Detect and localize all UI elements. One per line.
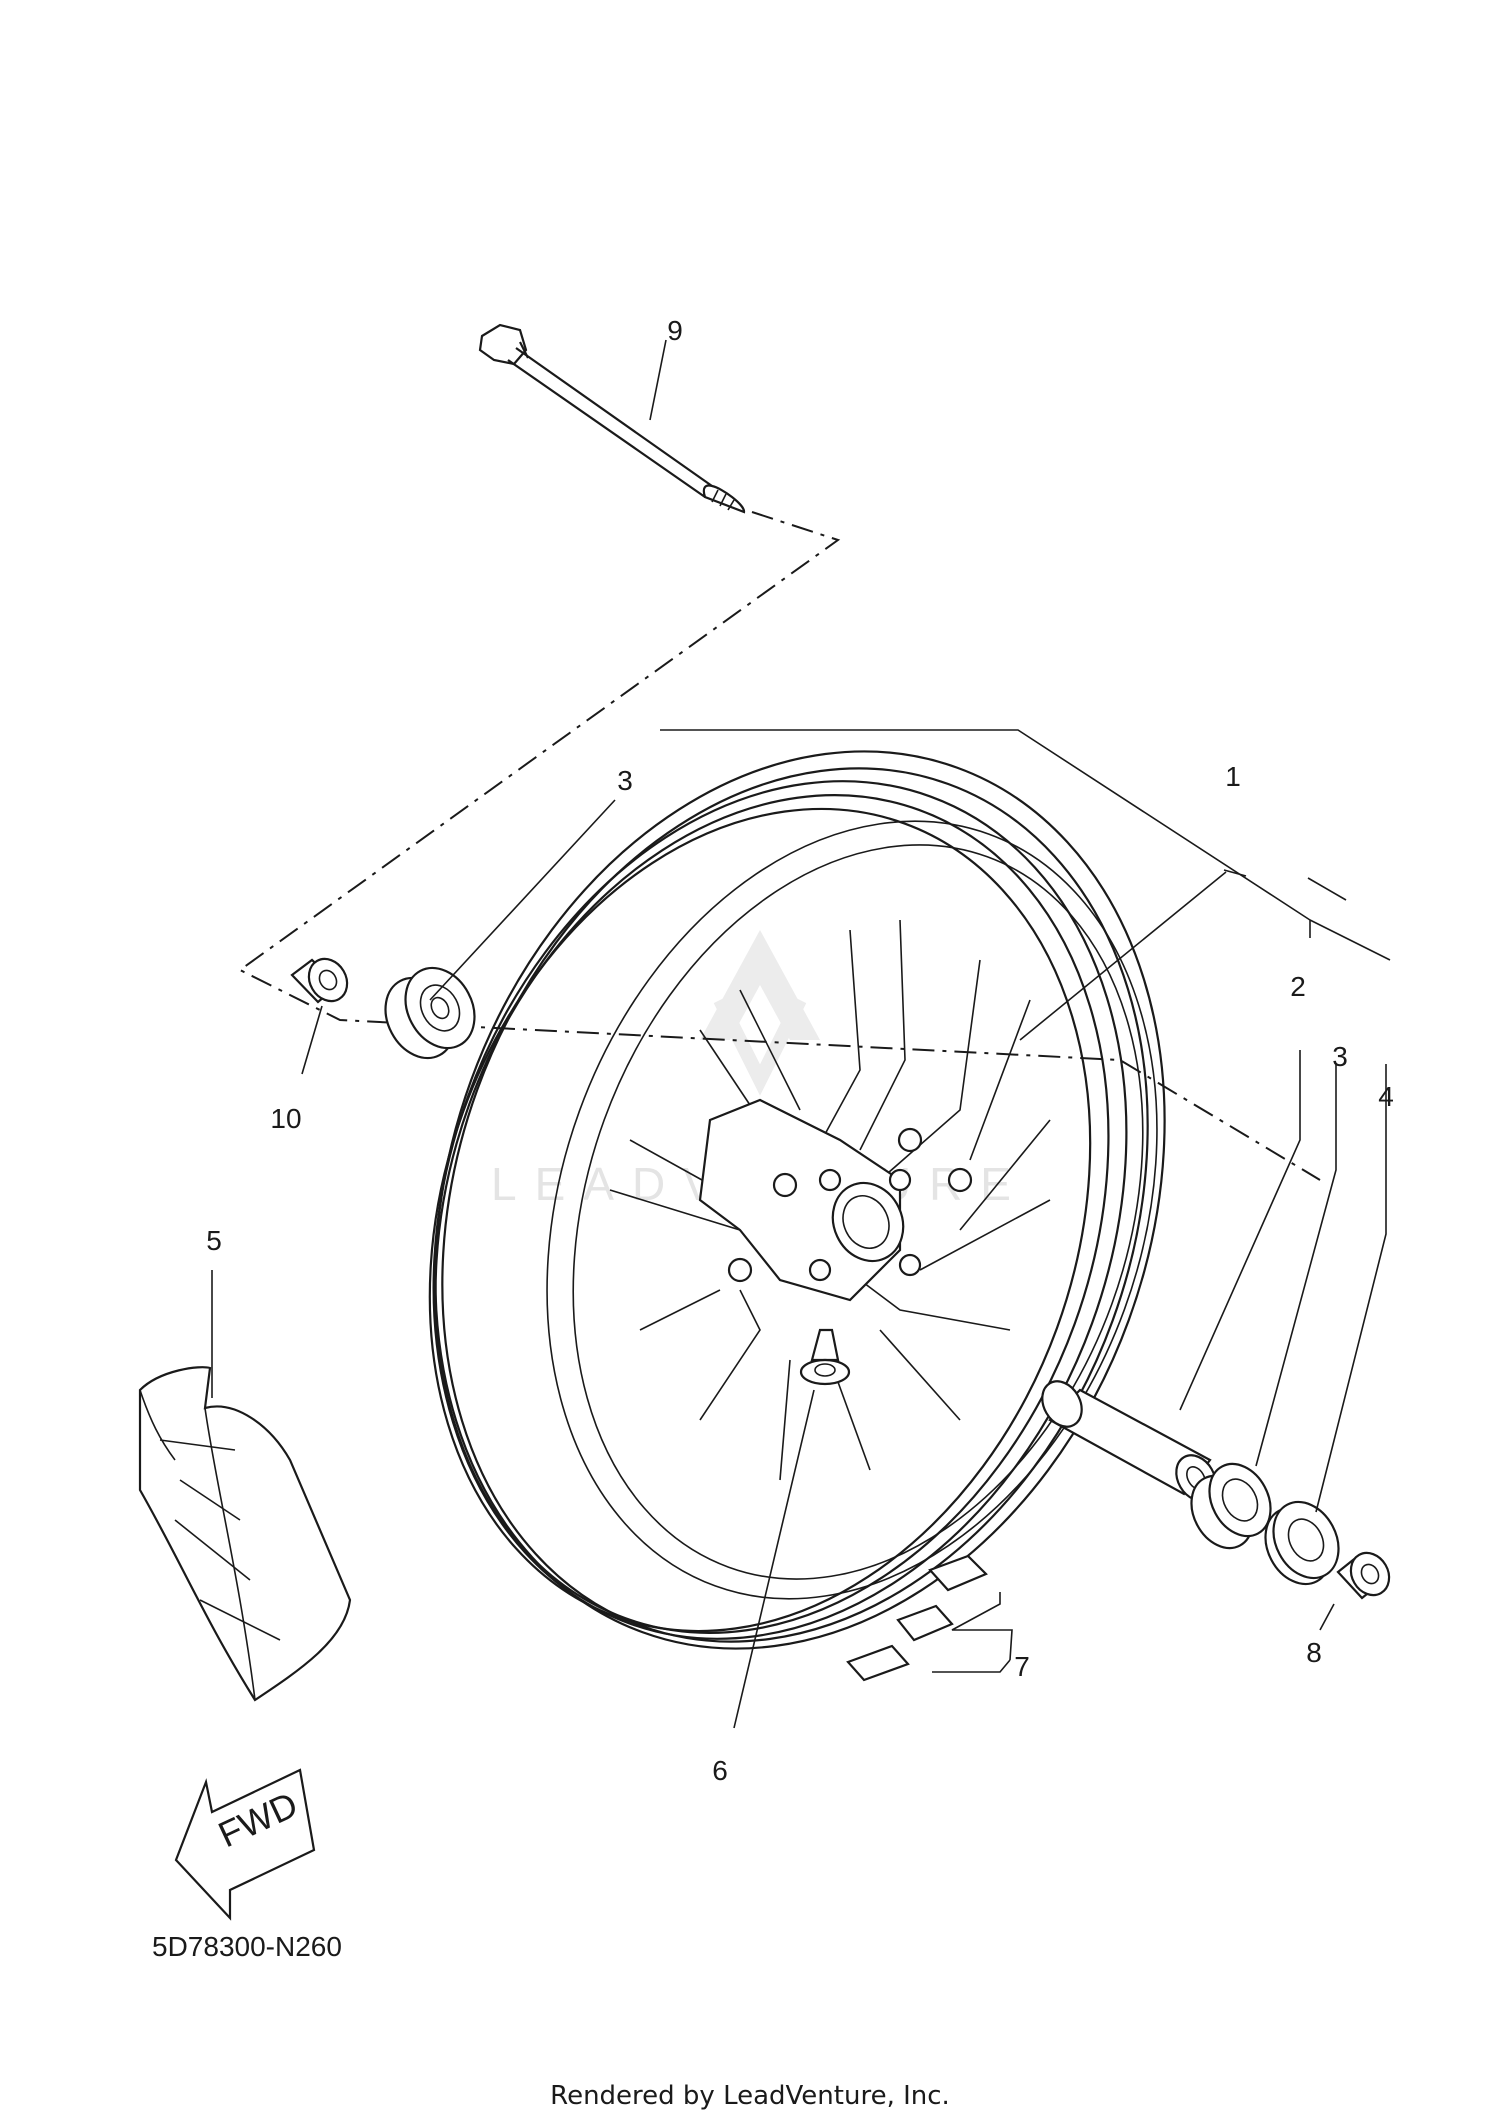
tire: [138, 1366, 352, 1702]
callout-3-right: 3: [1332, 1041, 1348, 1072]
callout-1: 1: [1225, 761, 1241, 792]
callout-6: 6: [712, 1755, 728, 1786]
callout-3-left: 3: [617, 765, 633, 796]
front-wheel: [428, 750, 1166, 1650]
leader-lines: [211, 339, 1391, 1729]
rendered-by-credit: Rendered by LeadVenture, Inc.: [550, 2081, 950, 2111]
collar-small: [1336, 1551, 1391, 1600]
callout-7: 7: [1014, 1651, 1030, 1682]
collar-left: [290, 957, 349, 1004]
fwd-arrow: FWD: [174, 1768, 316, 1921]
callout-8: 8: [1306, 1637, 1322, 1668]
diagram-code: 5D78300-N260: [152, 1931, 342, 1962]
valve: [799, 1328, 851, 1386]
callout-10: 10: [270, 1103, 301, 1134]
callout-5: 5: [206, 1225, 222, 1256]
bearing-right: [1190, 1462, 1272, 1550]
callout-9: 9: [667, 315, 683, 346]
oil-seal: [1264, 1500, 1340, 1586]
callout-2: 2: [1290, 971, 1306, 1002]
balance-weights: [846, 1554, 988, 1682]
axle-path-line: [238, 511, 1321, 1181]
bearing-left: [384, 966, 476, 1060]
axle-bolt: [478, 323, 746, 514]
callout-4: 4: [1378, 1081, 1394, 1112]
